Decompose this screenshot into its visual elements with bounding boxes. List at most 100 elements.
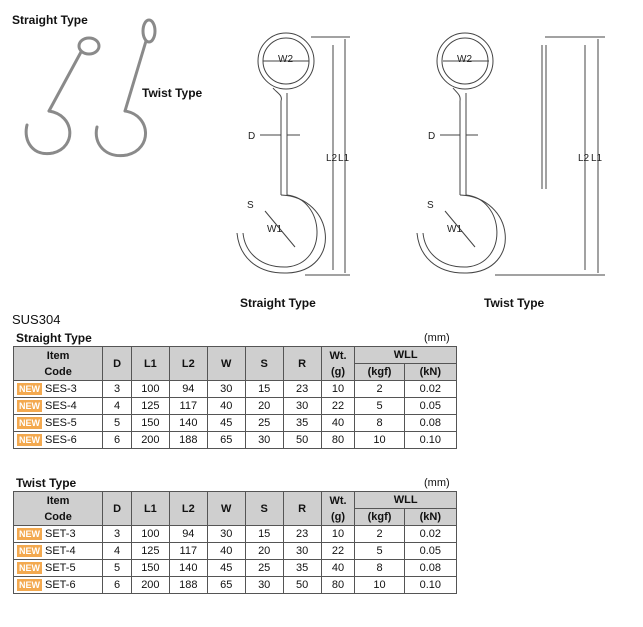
table-cell: 6 [102,576,132,594]
table-cell: 4 [102,542,132,560]
table-cell: 50 [282,431,322,449]
header-kgf: (kgf) [354,508,405,526]
table-cell: 125 [130,397,170,415]
unit-straight: (mm) [424,332,450,344]
table-cell: 94 [168,525,208,543]
table-cell: 15 [244,525,284,543]
dim-d: D [428,131,435,142]
twist-hook-drawing [416,32,605,276]
table-title-twist: Twist Type [16,476,77,490]
table-title-straight: Straight Type [16,331,92,345]
table-cell: 65 [206,431,246,449]
table-cell: 8 [354,559,405,577]
caption-twist: Twist Type [484,296,545,310]
header-d: D [102,346,132,381]
table-cell: 0.08 [403,414,458,432]
header-s: S [244,346,284,381]
header-wll: WLL [354,346,457,364]
table-cell: 50 [282,576,322,594]
spec-table-twist: Item Code D L1 L2 W S R Wt. (g) WLL (kgf… [12,491,458,594]
table-cell: 5 [354,397,405,415]
table-cell: 188 [168,431,208,449]
table-cell: 35 [282,559,322,577]
table-cell: 0.02 [403,380,458,398]
table-cell: 2 [354,380,405,398]
table-cell: 30 [244,431,284,449]
item-code: SET-6 [45,579,76,591]
table-cell: 0.08 [403,559,458,577]
table-cell: 40 [206,542,246,560]
header-wll: WLL [354,491,457,509]
dim-w2: W2 [457,54,472,65]
table-cell: 5 [102,414,132,432]
header-item-code: Item Code [12,346,104,381]
table-cell: 10 [354,431,405,449]
new-badge: NEW [17,417,42,430]
table-cell: 80 [320,576,356,594]
dim-l1: L1 [591,153,603,164]
table-cell: 25 [244,559,284,577]
table-cell: 117 [168,397,208,415]
dim-w1: W1 [267,224,282,235]
header-w: W [206,346,246,381]
table-cell: 23 [282,380,322,398]
table-cell: 30 [244,576,284,594]
table-cell: 2 [354,525,405,543]
table-cell: 30 [206,525,246,543]
table-cell: 10 [320,525,356,543]
table-cell: 5 [102,559,132,577]
table-cell: 22 [320,542,356,560]
header-wt: Wt. (g) [320,346,356,381]
table-cell: 30 [282,397,322,415]
table-cell: 15 [244,380,284,398]
header-kn: (kN) [403,363,458,381]
table-cell: 0.02 [403,525,458,543]
table-cell: 40 [320,559,356,577]
material-label: SUS304 [12,312,61,327]
table-cell: 80 [320,431,356,449]
header-wt: Wt. (g) [320,491,356,526]
header-item-code: Item Code [12,491,104,526]
header-l2: L2 [168,346,208,381]
dim-l2: L2 [578,153,590,164]
header-r: R [282,346,322,381]
new-badge: NEW [17,383,42,396]
table-cell: 200 [130,431,170,449]
item-code: SES-5 [45,417,77,429]
hooks-photo [24,18,157,158]
dim-l2: L2 [326,153,338,164]
new-badge: NEW [17,400,42,413]
dim-d: D [248,131,255,142]
table-cell: 0.05 [403,542,458,560]
table-cell: 100 [130,380,170,398]
spec-table-straight: Item Code D L1 L2 W S R Wt. (g) WLL (kgf… [12,346,458,449]
table-cell: 188 [168,576,208,594]
straight-dim-labels: W2 D S W1 L2 L1 [247,54,350,235]
new-badge: NEW [17,579,42,592]
twist-dim-labels: W2 D S W1 L2 L1 [427,54,603,235]
item-code: SES-6 [45,434,77,446]
technical-drawings: W2 D S W1 L2 L1 W2 D S W1 L2 L1 [236,32,605,276]
dim-w2: W2 [278,54,293,65]
unit-twist: (mm) [424,477,450,489]
photo-label-straight: Straight Type [12,13,88,27]
dim-l1: L1 [338,153,350,164]
photo-label-twist: Twist Type [142,86,203,100]
table-cell: 35 [282,414,322,432]
table-cell: 100 [130,525,170,543]
header-s: S [244,491,284,526]
table-cell: 8 [354,414,405,432]
table-cell: 10 [320,380,356,398]
header-w: W [206,491,246,526]
